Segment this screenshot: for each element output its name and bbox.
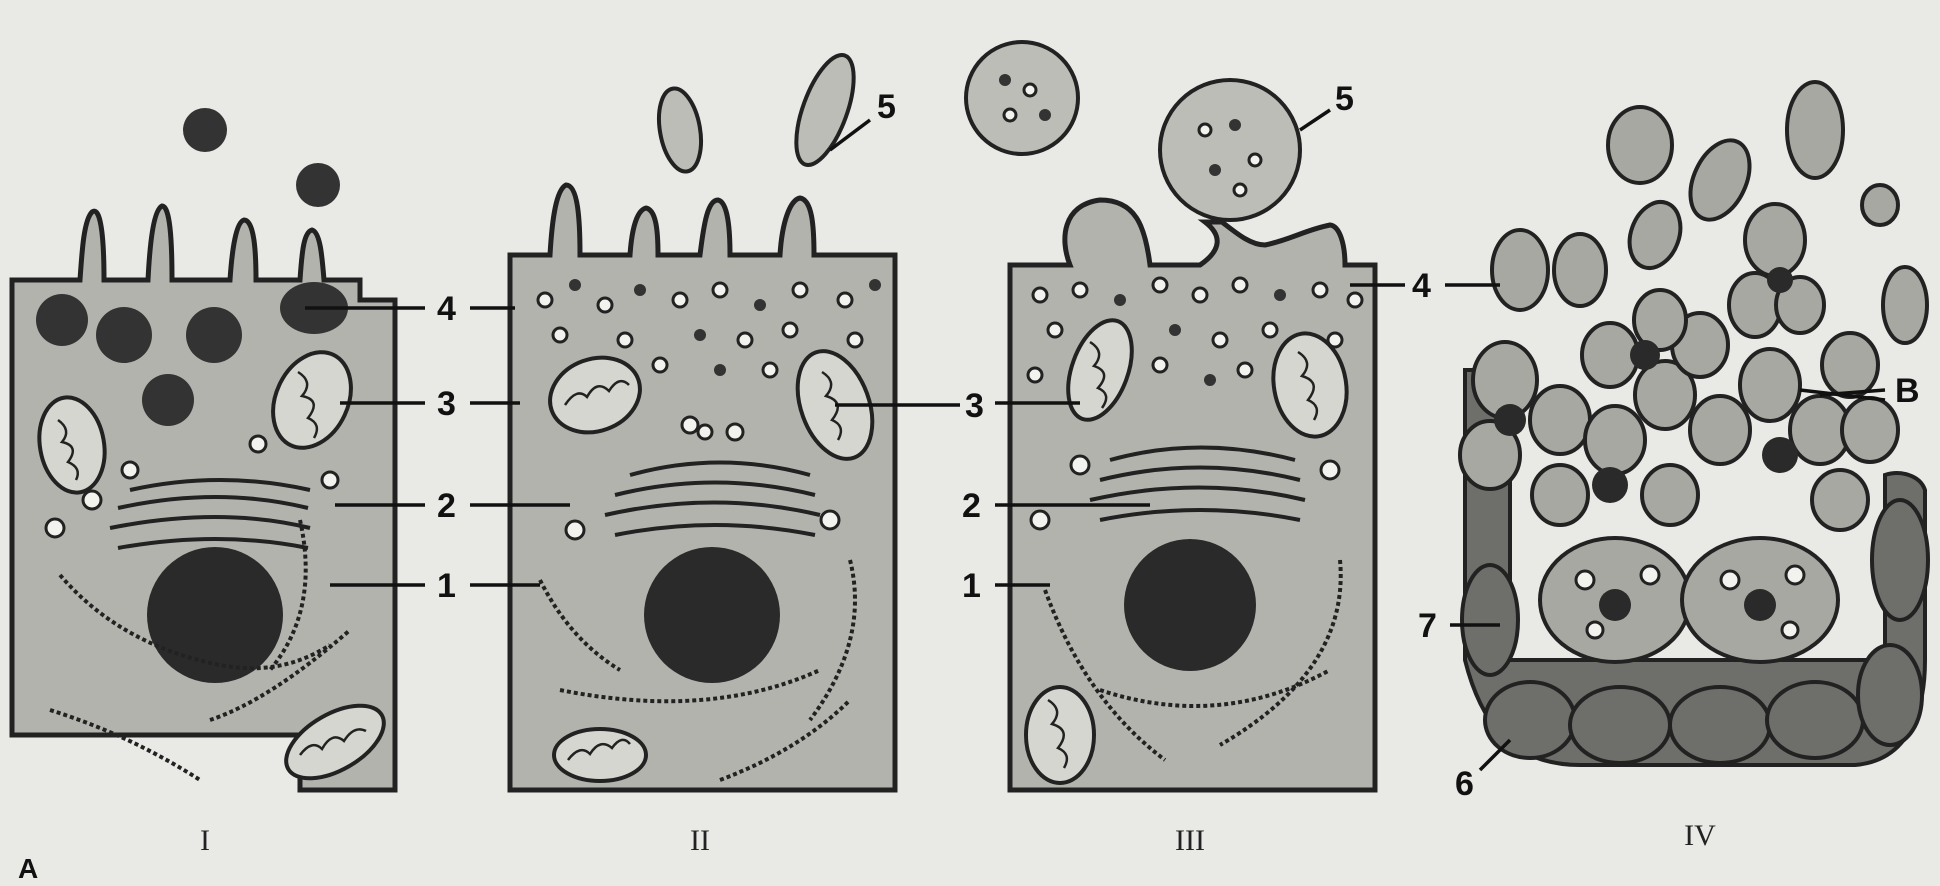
cell-one-granule — [142, 374, 194, 426]
cell-two — [510, 48, 895, 790]
cell-two-vesicle — [566, 521, 584, 539]
callout-3-mid: 3 — [965, 387, 984, 425]
cell-two-mitochondrion — [554, 729, 646, 781]
gland-four — [1460, 82, 1928, 765]
cell-two-nucleus — [644, 547, 780, 683]
cell-three-budding-vesicle — [1160, 80, 1300, 220]
cell-three-mitochondrion — [1026, 687, 1094, 783]
cell-one-vesicle — [46, 519, 64, 537]
callout-1-left: 1 — [437, 567, 456, 605]
cell-two-released-granule — [784, 48, 865, 172]
cell-three-nucleus — [1124, 539, 1256, 671]
cell-one-vesicle — [250, 436, 266, 452]
cell-one-released-granule — [183, 108, 227, 152]
callout-6: 6 — [1455, 765, 1474, 803]
cell-three-vesicle — [1071, 456, 1089, 474]
callout-2-left: 2 — [437, 487, 456, 525]
callout-4-left: 4 — [437, 290, 456, 328]
cell-three — [966, 42, 1375, 790]
cell-one-granule — [186, 307, 242, 363]
cell-one-nucleus — [147, 547, 283, 683]
panel-letter: А — [18, 853, 38, 884]
numeral-four: IV — [1684, 819, 1716, 852]
callout-1-mid: 1 — [962, 567, 981, 605]
numeral-one: I — [200, 824, 210, 857]
callout-3-left: 3 — [437, 385, 456, 423]
cell-two-vesicle — [821, 511, 839, 529]
cell-one-released-granule — [296, 163, 340, 207]
cell-three-released-vesicle — [966, 42, 1078, 154]
callout-5-right: 5 — [1335, 80, 1354, 118]
callout-7: 7 — [1418, 607, 1437, 645]
cell-two-released-granule — [653, 85, 707, 175]
gland-four-released-droplets — [1492, 82, 1927, 343]
numeral-three: III — [1175, 824, 1205, 857]
callout-b: В — [1895, 372, 1920, 410]
cell-three-vesicle — [1031, 511, 1049, 529]
cell-three-vesicle — [1321, 461, 1339, 479]
gland-four-cells — [1540, 538, 1838, 662]
cell-one-vesicle — [322, 472, 338, 488]
cell-one-vesicle — [122, 462, 138, 478]
callout-2-mid: 2 — [962, 487, 981, 525]
cell-one — [12, 108, 396, 793]
cell-one-granule — [96, 307, 152, 363]
cell-one-granule — [36, 294, 88, 346]
callout-4-right: 4 — [1412, 267, 1431, 305]
numeral-two: II — [690, 824, 710, 857]
callout-5-mid: 5 — [877, 88, 896, 126]
cell-one-vesicle — [83, 491, 101, 509]
